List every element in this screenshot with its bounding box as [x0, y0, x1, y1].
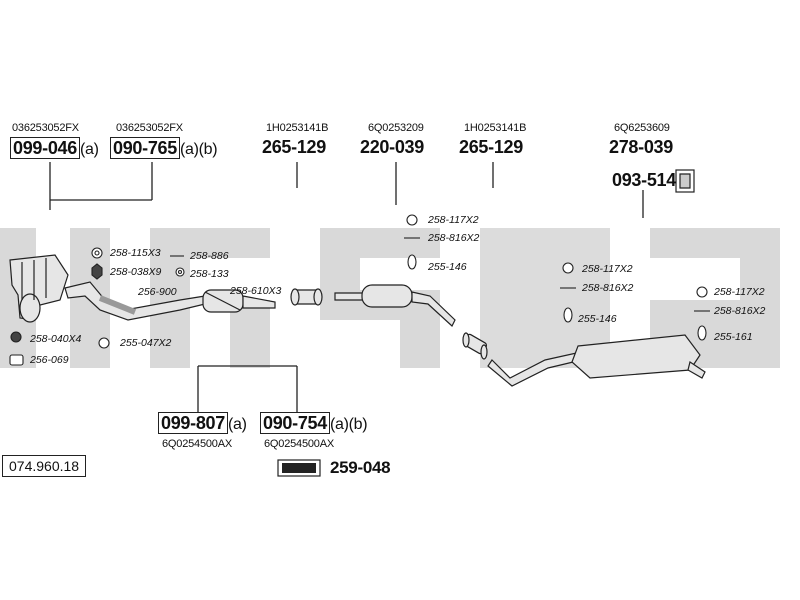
oem-number: 036253052FX — [116, 122, 183, 134]
part-number: 220-039 — [360, 137, 424, 157]
clamp-part — [290, 288, 323, 306]
front-pipe-part — [64, 281, 276, 321]
part-label: 258-038X9 — [110, 266, 162, 278]
part-number: 265-129 — [459, 137, 523, 157]
part-number: 265-129 — [262, 137, 326, 157]
oem-number: 6Q0254500AX — [264, 438, 334, 450]
part-label: 255-047X2 — [120, 337, 172, 349]
part-number: 099-046 — [10, 137, 80, 159]
part-suffix: (a)(b) — [179, 141, 218, 158]
part-label: 258-816X2 — [714, 305, 766, 317]
part-label: 258-816X2 — [582, 282, 634, 294]
connector-lines — [49, 162, 644, 412]
part-suffix: (a)(b) — [329, 416, 368, 433]
bracket-part-number: 093-514 — [612, 170, 676, 190]
part-group: 099-046(a) — [10, 137, 99, 159]
part-label: 258-040X4 — [30, 333, 82, 345]
bosal-watermark — [0, 228, 780, 368]
oem-number: 6Q0253209 — [368, 122, 424, 134]
bosal-badge-icon — [277, 459, 321, 477]
part-group: 090-754(a)(b) — [260, 412, 368, 434]
part-label: 258-886 — [190, 250, 229, 262]
diagram-id: 074.960.18 — [2, 455, 87, 477]
oem-number: 036253052FX — [12, 122, 79, 134]
oem-number: 6Q6253609 — [614, 122, 670, 134]
part-group: 090-765(a)(b) — [110, 137, 218, 159]
part-label: 258-816X2 — [428, 232, 480, 244]
part-number: 099-807 — [158, 412, 228, 434]
part-label: 258-115X3 — [110, 247, 161, 259]
part-label: 258-117X2 — [428, 214, 479, 226]
clamp-part-2 — [462, 332, 488, 360]
part-group: 099-807(a) — [158, 412, 247, 434]
manifold-part — [9, 254, 69, 323]
part-label: 256-900 — [138, 286, 177, 298]
oem-number: 6Q0254500AX — [162, 438, 232, 450]
part-label: 256-069 — [30, 354, 69, 366]
part-suffix: (a) — [227, 416, 247, 433]
part-label: 258-610X3 — [230, 285, 282, 297]
part-number: 090-765 — [110, 137, 180, 159]
accessory-part-number: 259-048 — [330, 458, 391, 477]
part-label: 255-146 — [578, 313, 617, 325]
part-label: 255-146 — [428, 261, 467, 273]
rear-silencer-part — [487, 334, 706, 387]
part-label: 258-117X2 — [714, 286, 765, 298]
oem-number: 1H0253141B — [266, 122, 329, 134]
part-number: 090-754 — [260, 412, 330, 434]
part-label: 255-161 — [714, 331, 753, 343]
bracket-icon — [675, 169, 695, 193]
part-number: 278-039 — [609, 137, 673, 157]
hardware-icons — [9, 214, 710, 366]
part-suffix: (a) — [79, 141, 99, 158]
part-label: 258-117X2 — [582, 263, 633, 275]
part-label: 258-133 — [190, 268, 229, 280]
oem-number: 1H0253141B — [464, 122, 527, 134]
centre-silencer-part — [334, 284, 456, 327]
